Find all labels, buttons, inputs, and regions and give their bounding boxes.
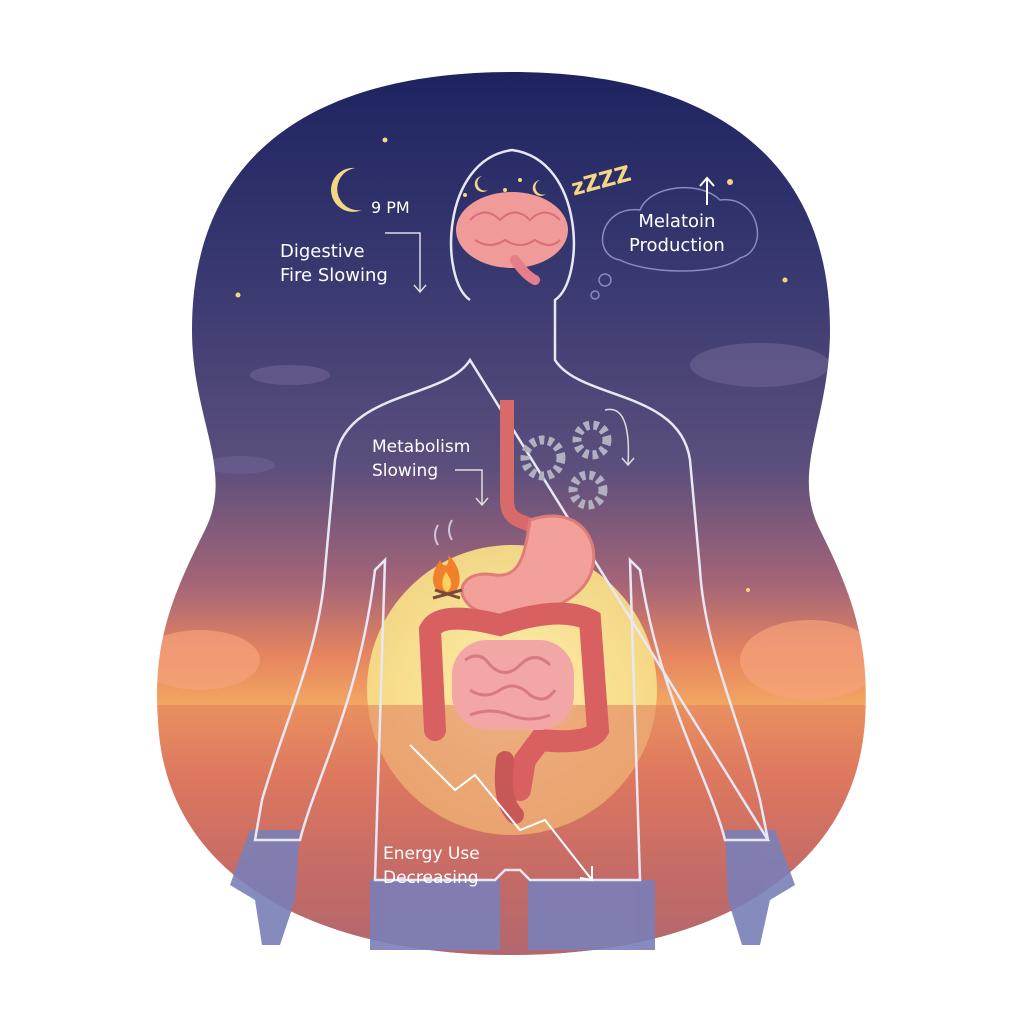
stars <box>235 137 788 592</box>
metabolism-line1: Metabolism <box>372 437 471 457</box>
digestive-fire-label: Digestive Fire Slowing <box>280 240 388 288</box>
time-label: 9 PM <box>371 198 410 217</box>
energy-line2: Decreasing <box>383 868 479 888</box>
digestive-line2: Fire Slowing <box>280 265 388 286</box>
metabolism-line2: Slowing <box>372 461 439 481</box>
trend-down-arrow-icon <box>409 744 593 882</box>
energy-label: Energy Use Decreasing <box>383 842 480 890</box>
melatonin-line1: Melatoin <box>638 211 716 232</box>
hands <box>230 830 795 950</box>
gears-icon <box>520 420 612 510</box>
body-outline <box>253 148 771 882</box>
energy-line1: Energy Use <box>383 844 480 864</box>
digestive-line1: Digestive <box>280 241 365 262</box>
melatonin-line2: Production <box>629 235 725 256</box>
clouds <box>157 620 866 700</box>
head-moons-icon <box>474 176 546 196</box>
esophagus <box>500 400 534 532</box>
brain-icon <box>456 192 568 285</box>
up-arrow-icon <box>699 176 715 205</box>
melatonin-label: Melatoin Production <box>629 210 725 258</box>
intestines-icon <box>418 602 610 824</box>
down-arrow-icon <box>385 232 635 507</box>
thought-cloud-icon <box>590 187 759 300</box>
metabolism-label: Metabolism Slowing <box>372 435 470 483</box>
moon-icon <box>331 167 362 212</box>
fire-icon <box>432 519 463 600</box>
